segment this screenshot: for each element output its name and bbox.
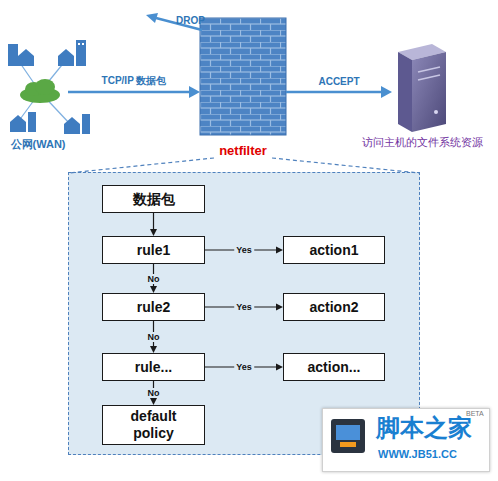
process-box: action2 [283,293,385,321]
process-box: rule2 [102,293,205,321]
edge-label: ACCEPT [318,76,359,87]
zoom-lines [69,158,419,173]
box-text: action2 [309,299,358,316]
arrow-head [150,286,157,293]
house-icons [8,40,90,134]
drop-label: DROP [176,15,205,26]
box-text: rule2 [137,299,170,316]
process-box: action1 [283,236,385,264]
connector-line [286,91,381,94]
process-box: rule1 [102,236,205,264]
box-text: action... [308,359,361,376]
process-box: default policy [102,405,205,445]
file-server: 访问主机的文件系统资源 [392,45,452,150]
arrow-head [276,364,283,371]
edge-label: Yes [234,245,254,255]
process-box: rule... [102,353,205,381]
process-box: 数据包 [102,185,205,213]
box-text: rule1 [137,242,170,259]
edge-label: TCP/IP 数据包 [102,74,167,88]
process-box: action... [283,353,385,381]
arrow-head [150,398,157,405]
edge-label: Yes [234,362,254,372]
connector-arrow [150,213,157,236]
watermark-beta: BETA [466,410,484,417]
flow-arrow [68,86,200,98]
arrow-head [276,304,283,311]
node-caption: 访问主机的文件系统资源 [362,135,483,150]
box-text: action1 [309,242,358,259]
network-lines [18,60,70,124]
edge-label: Yes [234,302,254,312]
watermark-url: WWW.JB51.CC [378,448,457,460]
firewall: netfilter [200,18,286,158]
edge-label: No [146,332,162,342]
arrow-head [150,229,157,236]
box-text: default policy [114,408,194,442]
arrow-head [381,86,392,98]
edge-label: No [146,274,162,284]
wan-cloud: 公网(WAN) [8,60,68,152]
flow-arrow [286,86,392,98]
brick-wall [200,18,286,135]
arrow-head [189,86,200,98]
server-icon [398,44,446,132]
watermark-title: 脚本之家 [376,412,472,444]
connector-line [68,91,189,94]
watermark-icon [331,419,365,453]
node-caption: 公网(WAN) [11,137,66,152]
cloud-icon [20,79,60,103]
arrow-head [150,346,157,353]
node-caption: netfilter [219,143,267,158]
box-text: rule... [135,359,172,376]
connector-line [153,213,154,229]
arrow-head [276,247,283,254]
edge-label: No [146,388,162,398]
box-text: 数据包 [133,191,175,208]
